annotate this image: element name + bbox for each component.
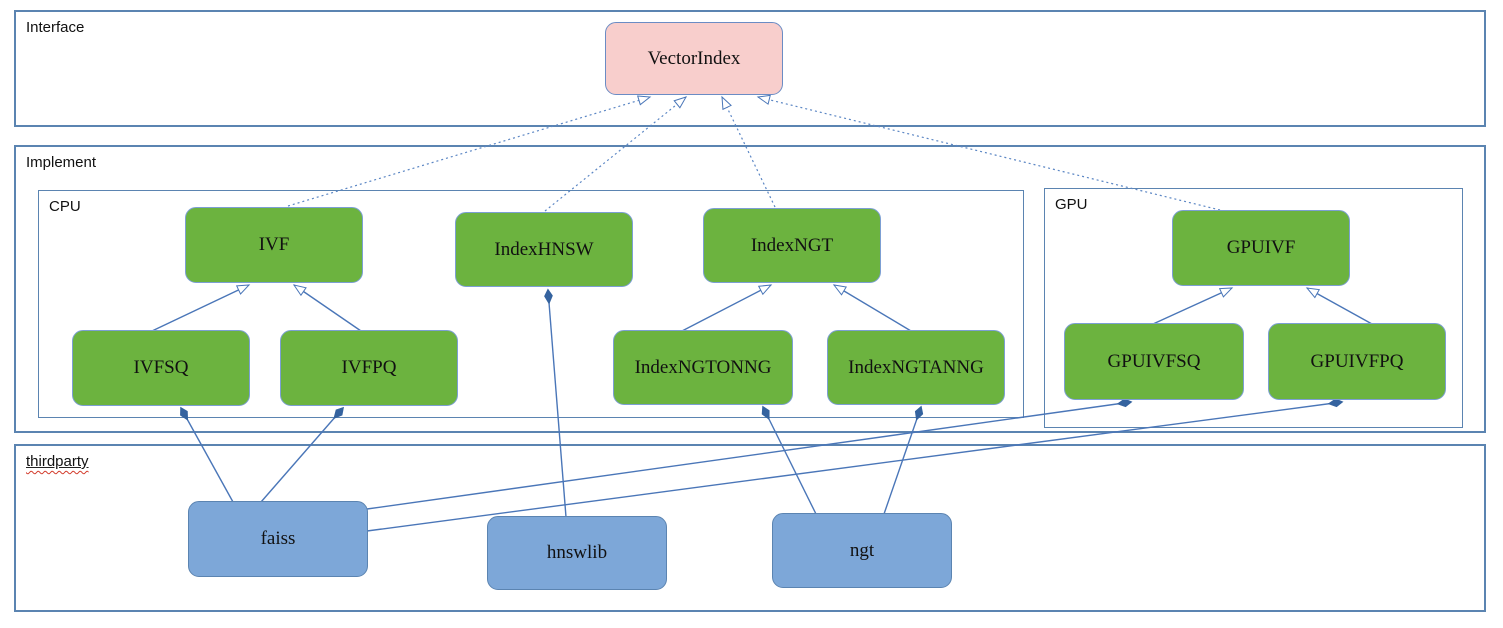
node-hnswlib[interactable]: hnswlib [487, 516, 667, 590]
node-label-indexngtonng: IndexNGTONNG [634, 356, 772, 378]
node-label-ivfpq: IVFPQ [341, 357, 397, 378]
node-gpuivf[interactable]: GPUIVF [1172, 210, 1350, 286]
node-label-indexngtanng: IndexNGTANNG [848, 356, 984, 378]
node-indexngtonng[interactable]: IndexNGTONNG [613, 330, 793, 405]
node-label-ngt: ngt [849, 539, 875, 561]
container-label-gpu: GPU [1055, 196, 1088, 213]
spellcheck-squiggle: thirdparty [26, 453, 89, 470]
node-label-indexngt: IndexNGT [750, 234, 834, 256]
node-label-vectorindex: VectorIndex [647, 47, 741, 69]
node-ivfpq[interactable]: IVFPQ [280, 330, 458, 406]
container-label-implement: Implement [26, 154, 97, 171]
container-label-cpu: CPU [49, 198, 81, 215]
node-gpuivfpq[interactable]: GPUIVFPQ [1268, 323, 1446, 400]
node-ivfsq[interactable]: IVFSQ [72, 330, 250, 406]
node-indexngt[interactable]: IndexNGT [703, 208, 881, 283]
node-label-faiss: faiss [260, 528, 296, 549]
node-label-gpuivfpq: GPUIVFPQ [1310, 350, 1404, 372]
node-label-indexhnsw: IndexHNSW [494, 238, 594, 260]
container-label-thirdparty: thirdparty [26, 453, 89, 470]
node-ngt[interactable]: ngt [772, 513, 952, 588]
container-label-interface: Interface [26, 19, 85, 36]
node-label-ivfsq: IVFSQ [133, 357, 189, 378]
node-faiss[interactable]: faiss [188, 501, 368, 577]
node-label-gpuivfsq: GPUIVFSQ [1107, 350, 1201, 372]
node-label-gpuivf: GPUIVF [1226, 237, 1296, 258]
node-indexhnsw[interactable]: IndexHNSW [455, 212, 633, 287]
node-indexngtanng[interactable]: IndexNGTANNG [827, 330, 1005, 405]
node-label-ivf: IVF [258, 234, 290, 255]
node-ivf[interactable]: IVF [185, 207, 363, 283]
node-gpuivfsq[interactable]: GPUIVFSQ [1064, 323, 1244, 400]
node-vectorindex[interactable]: VectorIndex [605, 22, 783, 95]
node-label-hnswlib: hnswlib [546, 542, 608, 563]
